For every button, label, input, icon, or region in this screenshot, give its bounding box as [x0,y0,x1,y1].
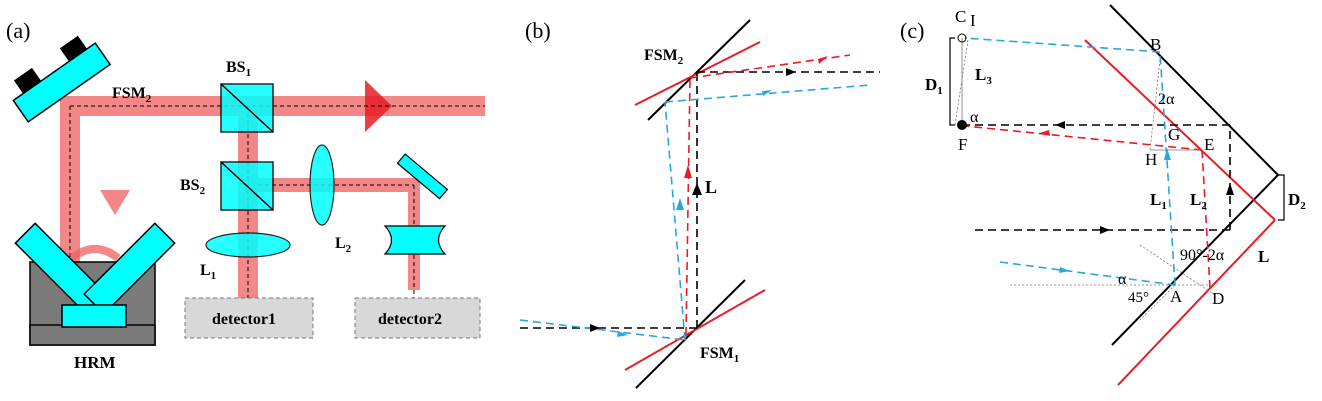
l2-label-c: L2 [1190,190,1207,212]
lens-l2 [309,144,335,226]
angle-90-2alpha: 90°-2α [1180,247,1225,264]
detector1-label: detector1 [212,311,276,328]
bs2-cube [220,161,274,211]
panel-b: (b) FSM2 FSM1 [519,18,880,389]
angle-alpha-f: α [970,109,979,126]
l1-label-a: L1 [200,262,216,282]
fold-mirror [396,153,449,200]
detector2-box [354,297,481,339]
angle-alpha-a: α [1118,271,1127,288]
l2-label-a: L2 [335,235,352,255]
l3-label: L3 [975,65,992,87]
lens-l1 [205,232,291,258]
fsm2-label-a: FSM2 [112,85,152,105]
hrm-label: HRM [74,353,116,372]
bs1-label: BS1 [226,59,251,79]
fsm2-label-b: FSM2 [644,47,684,67]
point-b: B [1150,35,1161,54]
point-f: F [958,135,967,154]
panel-c: (c) D2 [900,4,1306,386]
angle-45: 45° [1128,290,1149,306]
fsm2-mirror [12,35,112,123]
point-e: E [1204,135,1214,154]
point-d: D [1212,289,1224,308]
bs1-cube [220,83,274,133]
l-label-c: L [1258,247,1269,266]
l-label-b: L [705,177,717,197]
point-h: H [1145,150,1157,169]
concave-lens [383,225,447,255]
d2-label: D2 [1288,190,1306,212]
point-g: G [1168,125,1180,144]
d1-label: D1 [925,75,943,97]
panel-a: (a) FSM2 [6,18,485,372]
point-i: I [970,11,976,30]
l1-label-c: L1 [1150,190,1167,212]
angle-2alpha: 2α [1158,91,1175,108]
hrm-mount [14,222,176,346]
point-c: C [955,7,966,26]
panel-c-label: (c) [900,18,924,43]
bs2-label: BS2 [180,177,206,197]
detector2-label: detector2 [378,311,442,328]
panel-a-label: (a) [6,18,30,43]
point-a: A [1170,287,1183,306]
panel-b-label: (b) [525,18,551,43]
fsm1-label-b: FSM1 [700,345,739,365]
detector1-box [184,297,314,339]
